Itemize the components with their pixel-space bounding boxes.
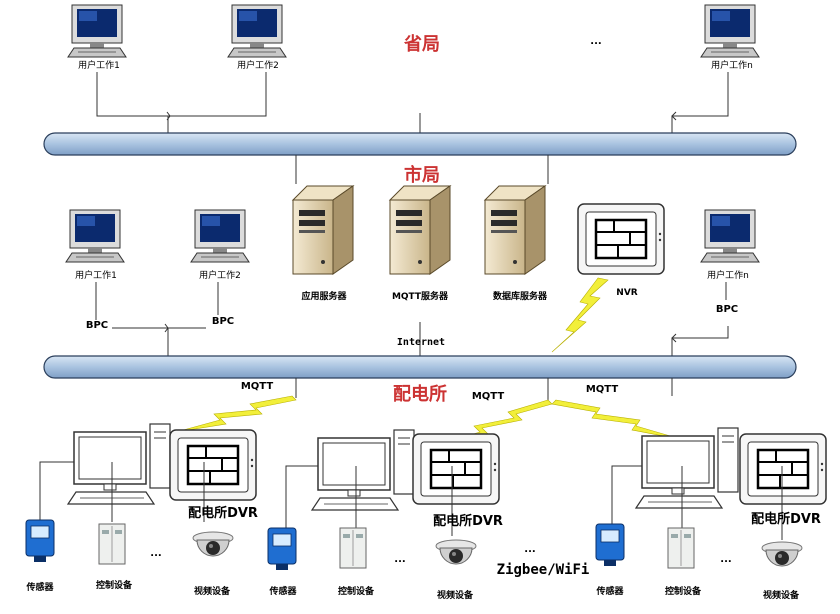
city-title: 市局 [404, 165, 440, 186]
sub2-camera-icon [435, 539, 477, 565]
sub2-dvr-label: 配电所DVR [433, 514, 503, 529]
sub3-camera-label: 视频设备 [762, 591, 800, 601]
sub3-dvr-label: 配电所DVR [751, 512, 821, 527]
app-server-icon [292, 185, 354, 275]
province-usern-label: 用户工作n [711, 61, 753, 71]
sub1-sensor-icon [25, 519, 55, 563]
sub1-camera-icon [192, 531, 234, 557]
mqtt-label-2: MQTT [471, 391, 505, 402]
nvr-icon [576, 202, 666, 276]
substation-title: 配电所 [393, 384, 447, 405]
mqtt-server-label: MQTT服务器 [391, 292, 449, 302]
province-user2-label: 用户工作2 [237, 61, 279, 71]
bpc-label-1: BPC [85, 320, 109, 331]
mqtt-label-3: MQTT [585, 384, 619, 395]
province-usern-computer-icon [700, 4, 760, 58]
sub1-sensor-label: 传感器 [26, 583, 54, 593]
sub2-cabinet-label: 控制设备 [337, 587, 375, 597]
db-server-icon [484, 185, 546, 275]
sub1-cabinet-icon [98, 523, 126, 565]
sub2-cabinet-icon [339, 527, 367, 569]
sub3-sensor-icon [595, 523, 625, 567]
nvr-label: NVR [616, 288, 638, 298]
sub1-cabinet-label: 控制设备 [95, 581, 133, 591]
mqtt-label-1: MQTT [240, 381, 274, 392]
sub1-dvr-label: 配电所DVR [188, 506, 258, 521]
province-title: 省局 [404, 34, 440, 55]
sub3-cabinet-label: 控制设备 [664, 587, 702, 597]
sub3-computer-icon [635, 427, 739, 509]
sub1-ellipsis: ... [150, 548, 162, 559]
sub2-dvr-icon [411, 432, 501, 506]
bpc-label-2: BPC [211, 316, 235, 327]
bpc-label-n: BPC [715, 304, 739, 315]
province-bus [43, 132, 797, 156]
city-user2-computer-icon [190, 209, 250, 263]
province-ellipsis: ... [590, 36, 602, 47]
city-usern-label: 用户工作n [707, 271, 749, 281]
city-usern-computer-icon [700, 209, 760, 263]
province-user1-computer-icon [67, 4, 127, 58]
city-user2-label: 用户工作2 [199, 271, 241, 281]
sub2-ellipsis: ... [394, 554, 406, 565]
app-server-label: 应用服务器 [301, 292, 347, 302]
zigbee-label: Zigbee/WiFi [496, 562, 590, 578]
sub1-camera-label: 视频设备 [193, 587, 231, 597]
province-user2-computer-icon [227, 4, 287, 58]
province-user1-label: 用户工作1 [78, 61, 120, 71]
sub3-dvr-icon [738, 432, 828, 506]
city-user1-computer-icon [65, 209, 125, 263]
sub3-ellipsis: ... [720, 554, 732, 565]
db-server-label: 数据库服务器 [492, 292, 548, 302]
city-user1-label: 用户工作1 [75, 271, 117, 281]
sub2-camera-label: 视频设备 [436, 591, 474, 601]
sub2-sensor-label: 传感器 [269, 587, 297, 597]
mqtt-server-icon [389, 185, 451, 275]
sub2-computer-icon [311, 429, 415, 511]
sub2-sensor-icon [267, 527, 297, 571]
mid-ellipsis: ... [524, 544, 536, 555]
sub3-sensor-label: 传感器 [596, 587, 624, 597]
internet-label: Internet [396, 337, 446, 348]
sub1-computer-icon [67, 423, 171, 505]
sub3-cabinet-icon [667, 527, 695, 569]
sub1-dvr-icon [168, 428, 258, 502]
sub3-camera-icon [761, 541, 803, 567]
internet-bus [43, 355, 797, 379]
